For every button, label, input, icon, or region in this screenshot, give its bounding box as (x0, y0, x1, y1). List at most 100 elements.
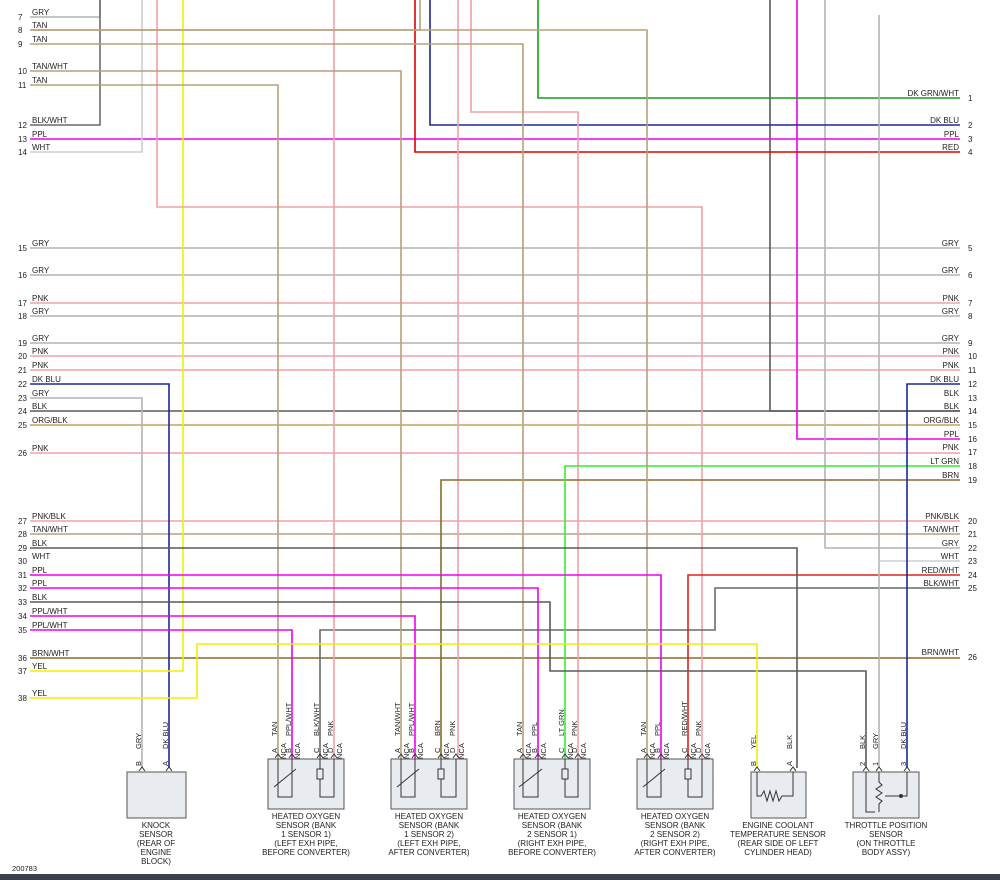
component-title-line: THROTTLE POSITION (845, 821, 928, 830)
pin-letter: D (448, 747, 457, 753)
component-body (267, 758, 345, 810)
pin-letter: A (785, 761, 794, 766)
wire-left-12 (30, 0, 101, 126)
pin-terminal (138, 766, 146, 772)
right-pin-14: 14 (968, 407, 977, 416)
left-wire-color-34: PPL/WHT (32, 607, 68, 616)
component-title-line: (REAR SIDE OF LEFT (738, 839, 819, 848)
pin-wire-color: DK BLU (899, 722, 908, 749)
left-wire-color-26: PNK (32, 444, 49, 453)
left-wire-color-25: ORG/BLK (32, 416, 68, 425)
right-pin-8: 8 (968, 312, 973, 321)
left-wire-color-20: PNK (32, 347, 49, 356)
left-pin-12: 12 (18, 121, 27, 130)
nca-label: NCA (293, 743, 302, 759)
component-body (513, 758, 591, 810)
left-pin-25: 25 (18, 421, 27, 430)
pin-terminal (574, 753, 582, 759)
nca-label: NCA (457, 743, 466, 759)
pin-wire-color: TAN (515, 722, 524, 736)
pin-letter: A (639, 748, 648, 753)
wire-right-4 (414, 0, 960, 153)
component-body (126, 771, 187, 819)
right-pin-12: 12 (968, 380, 977, 389)
wiper-dot (899, 794, 903, 798)
pin-terminal (561, 753, 569, 759)
right-pin-13: 13 (968, 394, 977, 403)
right-wire-color-16: PPL (944, 430, 960, 439)
left-wire-color-27: PNK/BLK (32, 512, 66, 521)
left-wire-color-11: TAN (32, 76, 48, 85)
pin-letter: D (694, 747, 703, 753)
pin-letter: A (515, 748, 524, 753)
nca-label: NCA (335, 743, 344, 759)
heater-element-icon (561, 759, 579, 798)
right-wire-color-15: ORG/BLK (923, 416, 959, 425)
right-wire-color-6: GRY (942, 266, 960, 275)
pin-terminal (753, 766, 761, 772)
nca-label: NCA (539, 743, 548, 759)
pin-wire-color: PPL/WHT (284, 702, 293, 736)
left-wire-color-24: BLK (32, 402, 48, 411)
pin-wire-color: PNK (694, 721, 703, 736)
right-wire-color-22: GRY (942, 539, 960, 548)
right-pin-4: 4 (968, 148, 973, 157)
left-wire-color-32: PPL (32, 579, 48, 588)
left-wire-color-14: WHT (32, 143, 50, 152)
left-wire-color-37: YEL (32, 662, 48, 671)
wire-left-37 (30, 0, 184, 672)
wire-h3-ltgrn (564, 465, 960, 768)
o2-element-icon (646, 759, 662, 798)
left-pin-14: 14 (18, 148, 27, 157)
right-wire-color-24: RED/WHT (922, 566, 959, 575)
left-pin-29: 29 (18, 544, 27, 553)
component-title-line: CYLINDER HEAD) (744, 848, 812, 857)
component-title-line: BEFORE CONVERTER) (262, 848, 350, 857)
left-wire-color-19: GRY (32, 334, 50, 343)
component-title-line: HEATED OXYGEN (641, 812, 710, 821)
nca-label: NCA (402, 743, 411, 759)
wire-knock-gry (30, 397, 143, 768)
left-wire-color-16: GRY (32, 266, 50, 275)
wire-right-1 (537, 0, 960, 99)
left-pin-35: 35 (18, 626, 27, 635)
right-pin-23: 23 (968, 557, 977, 566)
component-title-line: SENSOR (BANK (522, 821, 583, 830)
potentiometer-icon (865, 772, 908, 813)
pin-terminal (165, 766, 173, 772)
component-title-line: SENSOR (BANK (399, 821, 460, 830)
pin-letter: B (530, 748, 539, 753)
component-title-line: SENSOR (869, 830, 903, 839)
pin-terminal (288, 753, 296, 759)
right-pin-16: 16 (968, 435, 977, 444)
left-pin-36: 36 (18, 654, 27, 663)
o2-element-icon (522, 759, 539, 798)
right-wire-color-18: LT GRN (930, 457, 959, 466)
pin-letter: D (326, 747, 335, 753)
pin-letter: 2 (858, 762, 867, 766)
nca-label: NCA (662, 743, 671, 759)
left-wire-color-22: DK BLU (32, 375, 61, 384)
wire-right-2 (429, 0, 960, 126)
left-wire-color-9: TAN (32, 35, 48, 44)
left-pin-30: 30 (18, 557, 27, 566)
left-pin-13: 13 (18, 135, 27, 144)
wire-left-14 (30, 0, 143, 153)
thermistor-icon (756, 772, 794, 803)
left-pin-15: 15 (18, 244, 27, 253)
wire-ect-blk (30, 547, 798, 768)
right-wire-color-19: BRN (942, 471, 959, 480)
component-title-line: ENGINE COOLANT (742, 821, 814, 830)
left-pin-20: 20 (18, 352, 27, 361)
right-pin-5: 5 (968, 244, 973, 253)
left-wire-color-15: GRY (32, 239, 50, 248)
pin-wire-color: PPL (530, 722, 539, 736)
o2-element-arrow (642, 768, 666, 788)
left-pin-22: 22 (18, 380, 27, 389)
nca-label: NCA (279, 743, 288, 759)
wire-h2-pplwht (30, 615, 416, 768)
component-title-line: BLOCK) (141, 857, 171, 866)
pin-letter: B (134, 761, 143, 766)
left-pin-26: 26 (18, 449, 27, 458)
